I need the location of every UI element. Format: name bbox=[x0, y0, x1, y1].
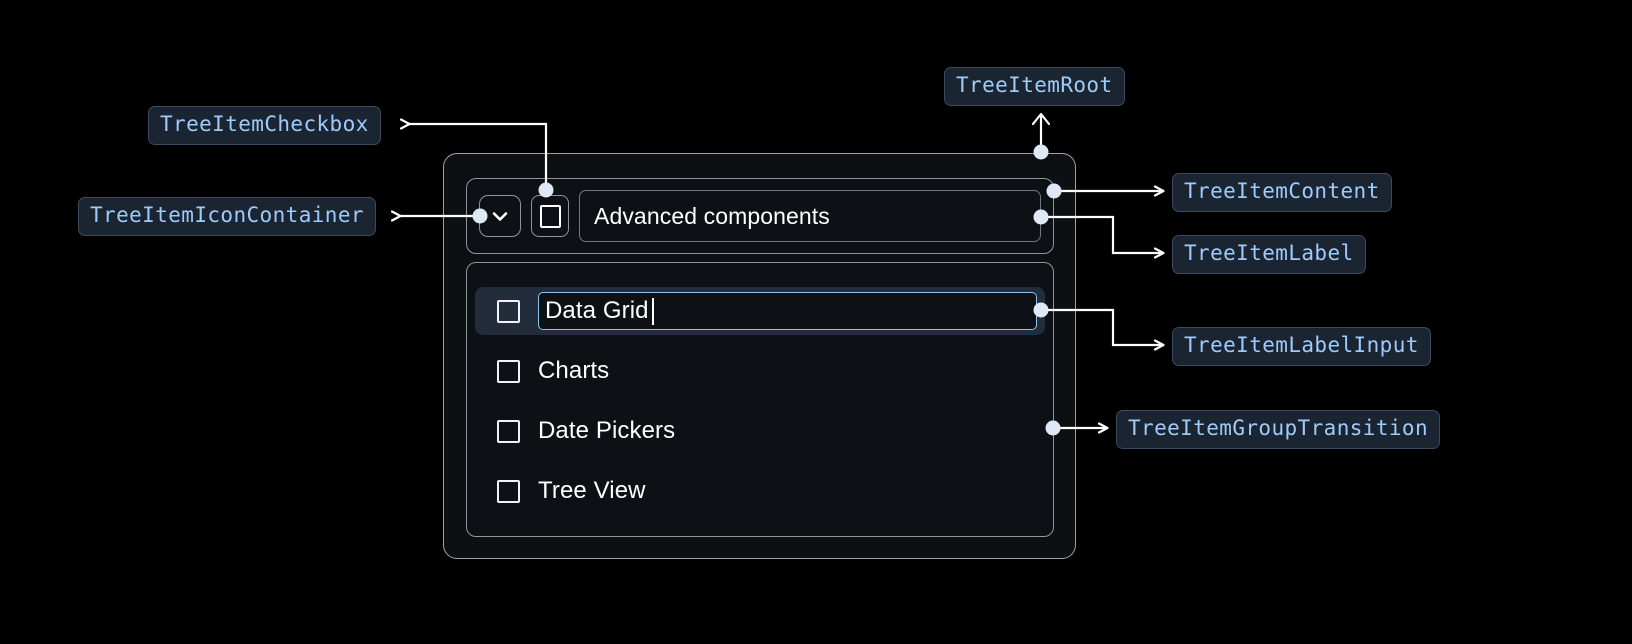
tree-item-label-text: Charts bbox=[538, 357, 610, 384]
annotation-chip-icon-container: TreeItemIconContainer bbox=[78, 197, 376, 236]
tree-item-content[interactable]: Advanced components bbox=[466, 178, 1054, 254]
annotation-chip-checkbox: TreeItemCheckbox bbox=[148, 106, 381, 145]
checkbox-square-icon[interactable] bbox=[497, 479, 520, 503]
checkbox-square-icon[interactable] bbox=[497, 419, 520, 443]
text-caret bbox=[651, 297, 654, 325]
checkbox-square-icon[interactable] bbox=[497, 299, 520, 323]
annotation-label: TreeItemContent bbox=[1184, 179, 1380, 203]
annotation-chip-root: TreeItemRoot bbox=[944, 67, 1125, 106]
checkbox-square-icon bbox=[539, 204, 561, 228]
tree-item-row-charts[interactable]: Charts bbox=[475, 347, 1045, 395]
tree-item-label-text: Tree View bbox=[538, 477, 646, 504]
tree-item-icon-container[interactable] bbox=[479, 195, 521, 237]
tree-item-label-text: Advanced components bbox=[594, 202, 830, 229]
annotation-chip-label-input: TreeItemLabelInput bbox=[1172, 327, 1431, 366]
annotation-label: TreeItemLabel bbox=[1184, 241, 1354, 265]
tree-item-label[interactable]: Advanced components bbox=[579, 190, 1041, 242]
annotation-label: TreeItemLabelInput bbox=[1184, 333, 1419, 357]
annotation-label: TreeItemCheckbox bbox=[160, 112, 369, 136]
annotation-label: TreeItemRoot bbox=[956, 73, 1113, 97]
tree-item-row-tree-view[interactable]: Tree View bbox=[475, 467, 1045, 515]
chevron-down-icon bbox=[487, 203, 513, 229]
connector-root-arrowhead bbox=[1031, 112, 1051, 126]
tree-item-label-input[interactable]: Data Grid bbox=[538, 292, 1037, 330]
annotation-chip-group-transition: TreeItemGroupTransition bbox=[1116, 410, 1440, 449]
tree-item-root[interactable]: Advanced components Data Grid Charts Dat… bbox=[443, 153, 1076, 559]
tree-item-row-date-pickers[interactable]: Date Pickers bbox=[475, 407, 1045, 455]
checkbox-square-icon[interactable] bbox=[497, 359, 520, 383]
tree-item-group-transition: Data Grid Charts Date Pickers Tree View bbox=[466, 262, 1054, 537]
annotation-chip-label: TreeItemLabel bbox=[1172, 235, 1366, 274]
annotation-chip-content: TreeItemContent bbox=[1172, 173, 1392, 212]
tree-item-label-text: Date Pickers bbox=[538, 417, 676, 444]
tree-item-label-input-value: Data Grid bbox=[545, 297, 649, 324]
tree-item-checkbox[interactable] bbox=[531, 195, 569, 237]
tree-item-row-data-grid[interactable]: Data Grid bbox=[475, 287, 1045, 335]
annotation-label: TreeItemIconContainer bbox=[90, 203, 364, 227]
annotation-label: TreeItemGroupTransition bbox=[1128, 416, 1428, 440]
